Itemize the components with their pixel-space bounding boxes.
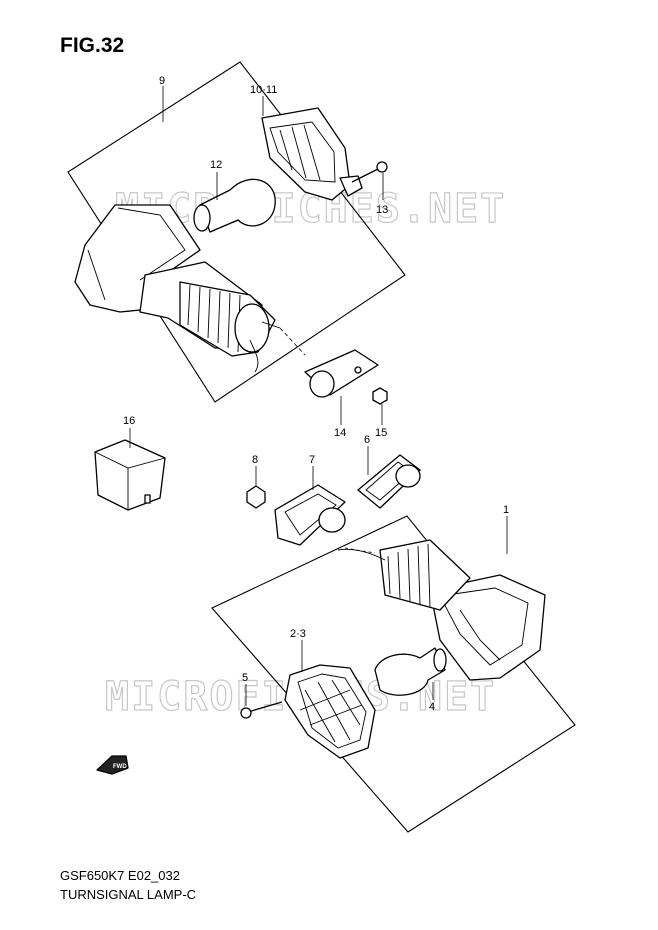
callout-16: 16 [123,415,135,427]
nut-8 [246,485,266,509]
callout-15: 15 [375,427,387,439]
figure-title: FIG.32 [60,34,125,57]
turnsignal-housing-front [74,204,201,313]
callout-2-3: 2·3 [290,628,306,640]
screw-5 [240,701,283,719]
callout-10-11: 10·11 [250,84,277,96]
callout-7: 7 [309,454,315,466]
callout-13: 13 [376,204,388,216]
callout-9: 9 [159,75,165,87]
callout-12: 12 [210,159,222,171]
fwd-arrow-icon: FWD [96,755,129,775]
grommet-7 [274,484,346,546]
callout-14: 14 [334,427,346,439]
grommet-14 [304,349,379,398]
callouts: 9 10·11 12 13 14 15 16 8 7 6 1 2·3 5 4 [123,75,509,713]
bulb-upper [193,178,276,233]
callout-6: 6 [364,434,370,446]
nut-15 [372,387,388,405]
routing-line-upper [279,327,306,356]
upper-assembly-frame [67,61,406,403]
footer-name: TURNSIGNAL LAMP-C [60,887,197,902]
turnsignal-stalk-front [139,261,281,373]
screw-13 [351,161,388,183]
bulb-lower [374,647,447,696]
leader-lines [129,86,508,706]
callout-8: 8 [252,454,258,466]
callout-5: 5 [242,672,248,684]
fwd-label: FWD [113,764,127,770]
relay-16 [94,439,166,511]
callout-4: 4 [429,701,435,713]
lens-lower [284,664,376,759]
callout-1: 1 [503,504,509,516]
grommet-6 [357,454,421,509]
footer-code: GSF650K7 E02_032 [60,868,180,883]
turnsignal-stalk-rear [337,539,471,611]
lens-upper [261,107,363,201]
turnsignal-housing-rear [429,574,546,681]
